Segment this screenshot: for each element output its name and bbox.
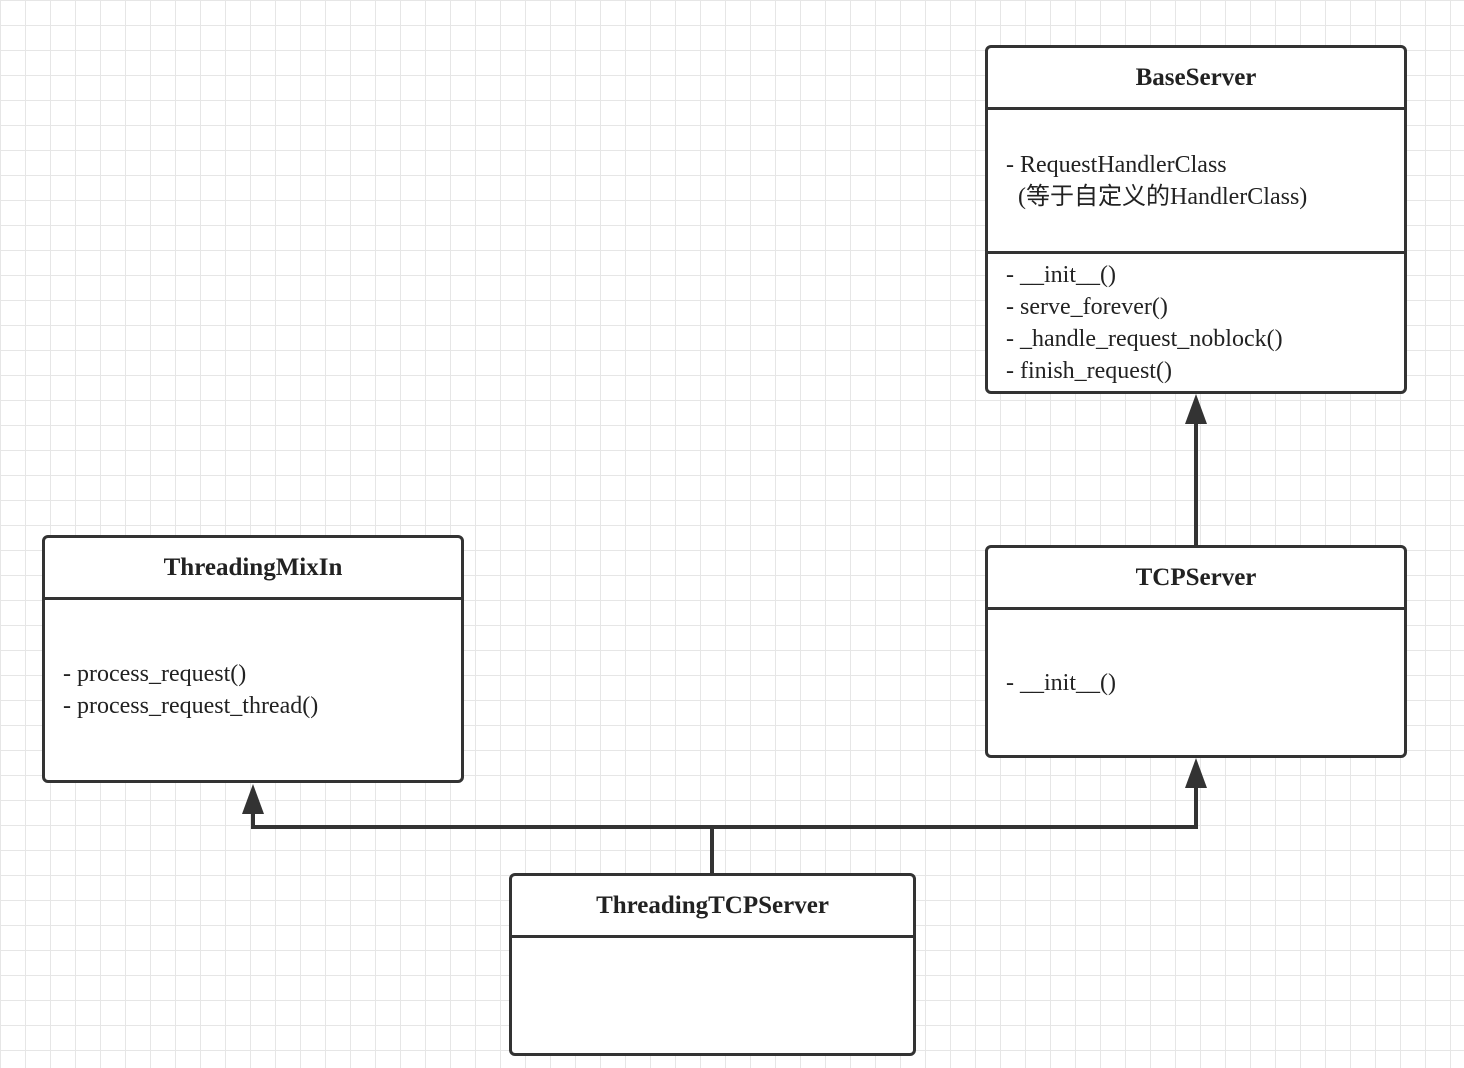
class-name: TCPServer bbox=[988, 548, 1404, 610]
class-threadingmixin[interactable]: ThreadingMixIn - process_request() - pro… bbox=[42, 535, 464, 783]
methods-section: - process_request() - process_request_th… bbox=[45, 600, 461, 780]
method-item: - serve_forever() bbox=[1006, 293, 1168, 320]
methods-section: - __init__() bbox=[988, 610, 1404, 755]
mixin-arrowhead-icon bbox=[242, 784, 264, 814]
attribute-item: - RequestHandlerClass bbox=[1006, 151, 1227, 178]
class-tcpserver[interactable]: TCPServer - __init__() bbox=[985, 545, 1407, 758]
threadingtcpserver-to-mixin-line bbox=[251, 812, 712, 829]
class-name: ThreadingMixIn bbox=[45, 538, 461, 600]
attribute-item: (等于自定义的HandlerClass) bbox=[1006, 183, 1308, 210]
class-threadingtcpserver[interactable]: ThreadingTCPServer bbox=[509, 873, 916, 1056]
methods-section: - __init__() - serve_forever() - _handle… bbox=[988, 254, 1404, 391]
class-baseserver[interactable]: BaseServer - RequestHandlerClass (等于自定义的… bbox=[985, 45, 1407, 394]
tcpserver-arrowhead-icon bbox=[1185, 758, 1207, 788]
attributes-section: - RequestHandlerClass (等于自定义的HandlerClas… bbox=[988, 110, 1404, 254]
class-name: BaseServer bbox=[988, 48, 1404, 110]
body-section bbox=[512, 938, 913, 1053]
method-item: - process_request_thread() bbox=[63, 693, 319, 719]
baseserver-arrowhead-icon bbox=[1185, 394, 1207, 424]
method-item: - process_request() bbox=[63, 661, 247, 687]
threadingtcpserver-to-tcpserver-line bbox=[712, 786, 1198, 829]
method-item: - __init__() bbox=[1006, 261, 1116, 288]
method-item: - _handle_request_noblock() bbox=[1006, 325, 1283, 352]
class-name: ThreadingTCPServer bbox=[512, 876, 913, 938]
method-item: - __init__() bbox=[1006, 669, 1116, 696]
method-item: - finish_request() bbox=[1006, 357, 1172, 384]
